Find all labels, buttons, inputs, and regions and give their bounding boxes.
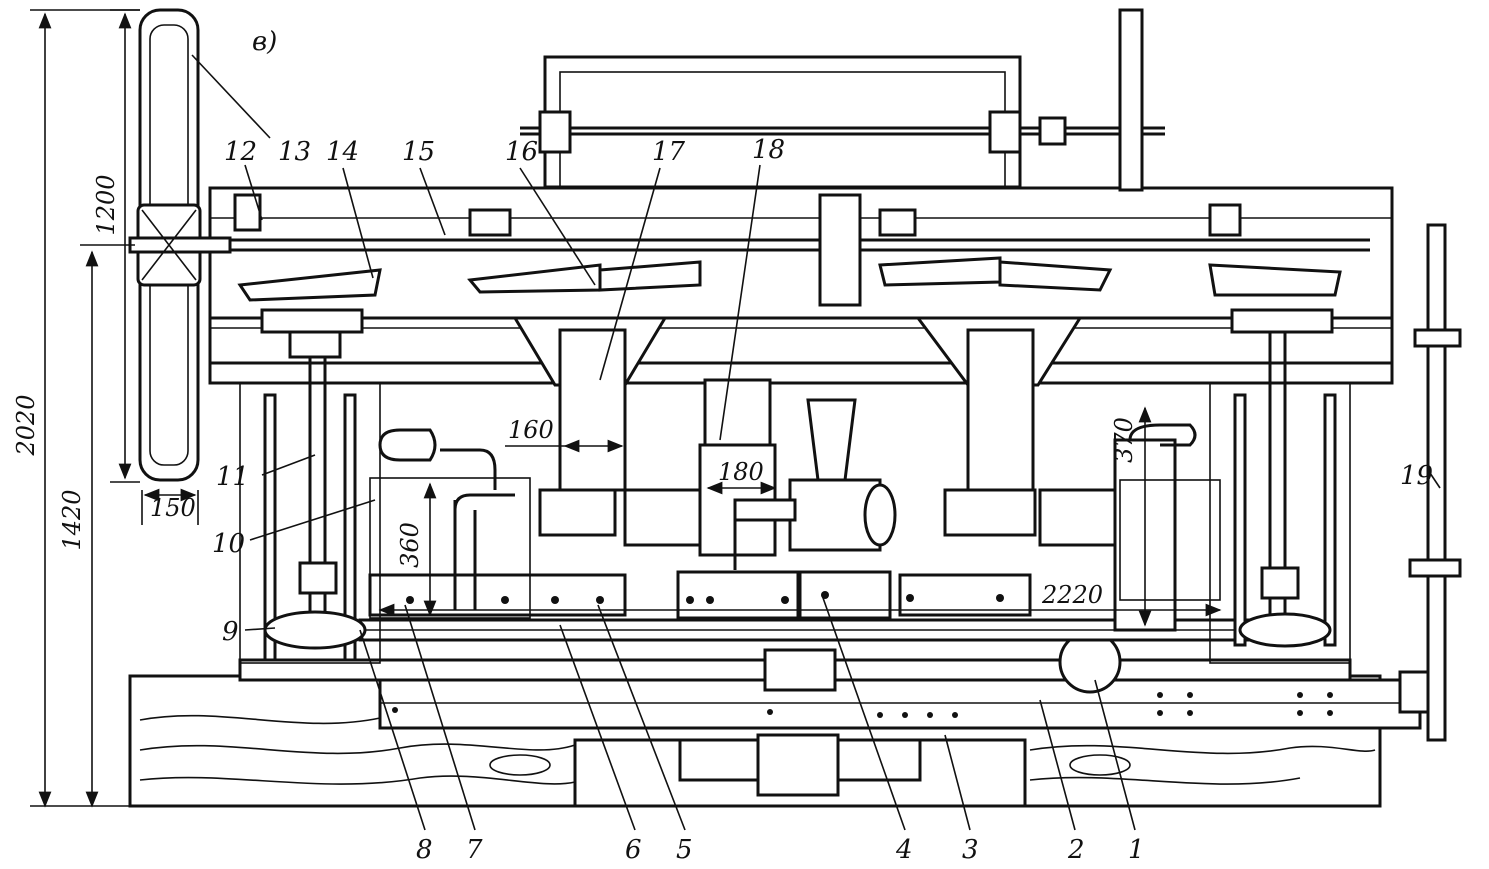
part-label-16: 16 <box>505 137 538 167</box>
part-label-6: 6 <box>625 835 642 865</box>
lever <box>1408 223 1462 742</box>
dim-wheel-diameter: 1200 <box>92 174 120 235</box>
base-rails <box>238 630 1442 797</box>
part-label-2: 2 <box>1067 835 1085 865</box>
leader-lines <box>191 54 1441 831</box>
part-label-3: 3 <box>962 835 979 865</box>
dim-wheel-width: 150 <box>150 494 196 522</box>
handwheel <box>128 8 232 482</box>
bevel-gears <box>233 193 1342 307</box>
dim-2220: 2220 <box>1041 581 1103 609</box>
part-label-14: 14 <box>326 137 359 167</box>
part-label-10: 10 <box>212 529 245 559</box>
part-label-15: 15 <box>402 137 435 167</box>
part-label-7: 7 <box>466 835 483 865</box>
dim-total-height: 2020 <box>12 394 40 456</box>
dim-frame-height: 1420 <box>58 489 86 550</box>
part-label-4: 4 <box>895 835 913 865</box>
upper-frame <box>130 186 1394 385</box>
panel-label: в) <box>252 27 277 57</box>
side-columns <box>239 382 1351 664</box>
dim-160: 160 <box>508 416 554 444</box>
vertical-cylinders <box>260 308 1334 630</box>
part-label-9: 9 <box>222 617 239 647</box>
part-label-12: 12 <box>224 137 257 167</box>
part-label-13: 13 <box>278 137 311 167</box>
part-label-5: 5 <box>676 835 693 865</box>
dimension-lines <box>30 9 1222 808</box>
part-label-11: 11 <box>216 462 249 492</box>
dim-370: 370 <box>1110 417 1138 463</box>
central-assembly <box>623 378 1221 632</box>
part-label-18: 18 <box>752 135 785 165</box>
top-handle-frame <box>520 8 1165 192</box>
part-label-17: 17 <box>652 137 686 167</box>
part-label-1: 1 <box>1128 835 1145 865</box>
part-label-8: 8 <box>416 835 433 865</box>
dim-180: 180 <box>718 458 764 486</box>
dim-360: 360 <box>396 522 424 568</box>
pipe-loop <box>369 428 531 619</box>
part-label-19: 19 <box>1400 461 1433 491</box>
